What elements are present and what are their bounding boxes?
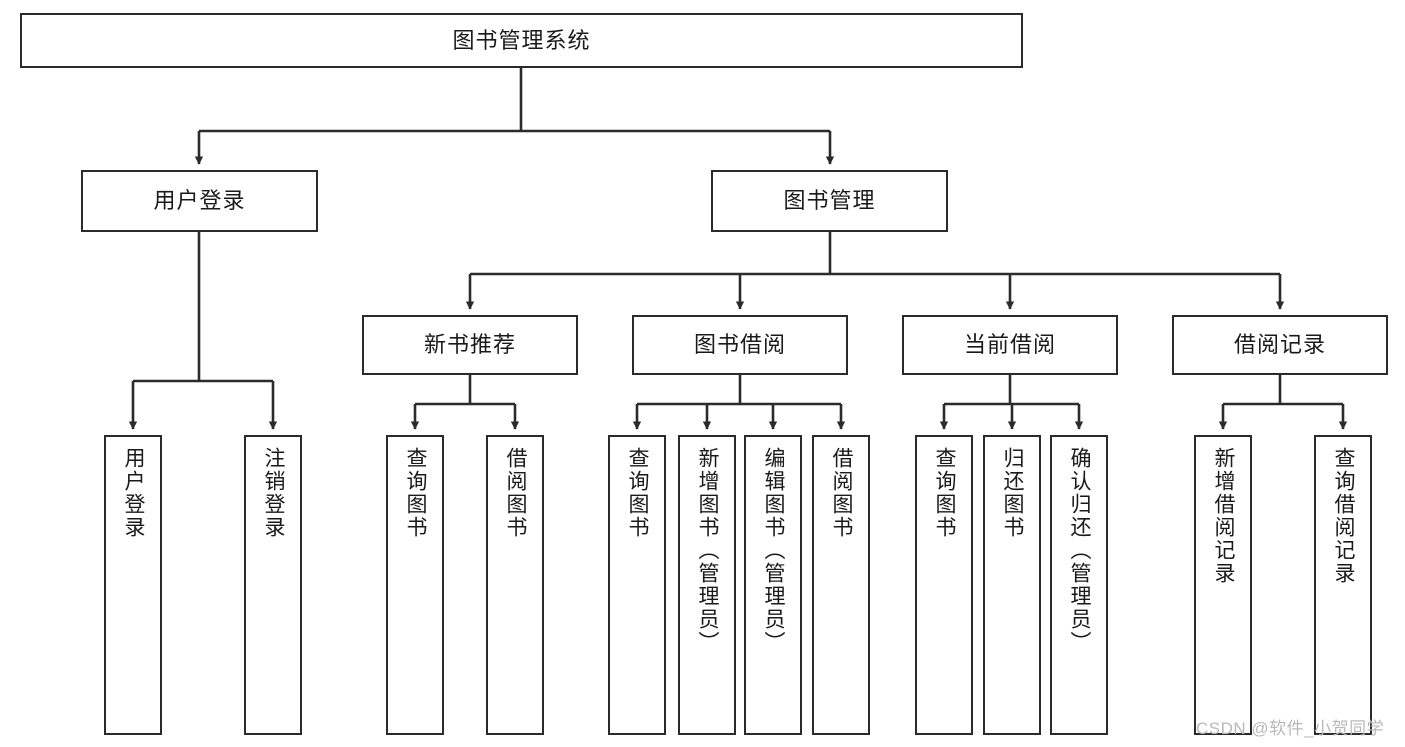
leaf-new-book-query[interactable]: 查询图书 xyxy=(386,435,444,735)
leaf-borrow-add-book[interactable]: 新增图书（管理员） xyxy=(678,435,736,735)
leaf-borrow-query-book[interactable]: 查询图书 xyxy=(608,435,666,735)
node-user-login-label: 用户登录 xyxy=(153,188,246,214)
node-new-book-recommend-label: 新书推荐 xyxy=(423,332,516,358)
node-new-book-recommend[interactable]: 新书推荐 xyxy=(362,315,578,375)
leaf-record-add[interactable]: 新增借阅记录 xyxy=(1194,435,1252,735)
leaf-new-book-borrow[interactable]: 借阅图书 xyxy=(486,435,544,735)
node-user-login[interactable]: 用户登录 xyxy=(81,170,318,232)
node-root[interactable]: 图书管理系统 xyxy=(20,13,1023,68)
leaf-new-book-query-label: 查询图书 xyxy=(404,447,428,539)
leaf-current-query-book[interactable]: 查询图书 xyxy=(915,435,973,735)
leaf-user-login-login[interactable]: 用户登录 xyxy=(104,435,162,735)
leaf-current-confirm-return-label: 确认归还（管理员） xyxy=(1068,447,1092,654)
leaf-current-query-book-label: 查询图书 xyxy=(933,447,957,539)
leaf-new-book-borrow-label: 借阅图书 xyxy=(504,447,528,539)
leaf-borrow-add-book-label: 新增图书（管理员） xyxy=(696,447,720,654)
node-borrow-record[interactable]: 借阅记录 xyxy=(1172,315,1388,375)
node-borrow-record-label: 借阅记录 xyxy=(1233,332,1326,358)
node-book-borrow-label: 图书借阅 xyxy=(693,332,786,358)
node-book-borrow[interactable]: 图书借阅 xyxy=(632,315,848,375)
leaf-current-return-book[interactable]: 归还图书 xyxy=(983,435,1041,735)
leaf-current-confirm-return[interactable]: 确认归还（管理员） xyxy=(1050,435,1108,735)
leaf-record-add-label: 新增借阅记录 xyxy=(1212,447,1236,585)
node-current-borrow-label: 当前借阅 xyxy=(963,332,1056,358)
leaf-user-login-login-label: 用户登录 xyxy=(122,447,146,539)
leaf-borrow-borrow-book[interactable]: 借阅图书 xyxy=(812,435,870,735)
leaf-current-return-book-label: 归还图书 xyxy=(1001,447,1025,539)
leaf-borrow-query-book-label: 查询图书 xyxy=(626,447,650,539)
leaf-user-login-logout-label: 注销登录 xyxy=(262,447,286,539)
csdn-watermark: CSDN @软件_小贺同学 xyxy=(1196,719,1385,738)
node-root-label: 图书管理系统 xyxy=(452,27,591,53)
leaf-borrow-borrow-book-label: 借阅图书 xyxy=(830,447,854,539)
node-book-management[interactable]: 图书管理 xyxy=(711,170,948,232)
leaf-borrow-edit-book[interactable]: 编辑图书（管理员） xyxy=(744,435,802,735)
leaf-record-query-label: 查询借阅记录 xyxy=(1332,447,1356,585)
leaf-record-query[interactable]: 查询借阅记录 xyxy=(1314,435,1372,735)
leaf-borrow-edit-book-label: 编辑图书（管理员） xyxy=(762,447,786,654)
node-book-management-label: 图书管理 xyxy=(783,188,876,214)
leaf-user-login-logout[interactable]: 注销登录 xyxy=(244,435,302,735)
node-current-borrow[interactable]: 当前借阅 xyxy=(902,315,1118,375)
